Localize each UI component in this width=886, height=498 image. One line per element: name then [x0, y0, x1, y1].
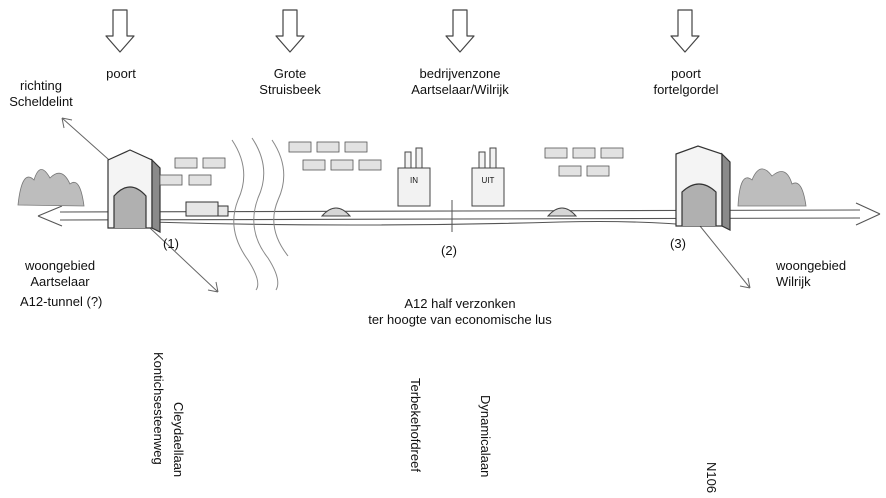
label-line: bedrijvenzone: [419, 66, 501, 81]
label-line: richting: [20, 78, 62, 93]
label-building-in: IN: [410, 176, 418, 185]
down-arrow-bedrijvenzone: [445, 9, 475, 53]
label-line: A12 half verzonken: [404, 296, 516, 311]
label-line: Struisbeek: [259, 82, 321, 97]
arrow-aartselaar: [149, 227, 219, 293]
street-dynamicalaan: Dynamicalaan: [478, 395, 493, 478]
label-line: poort: [106, 66, 136, 81]
main-road: [37, 202, 881, 227]
label-line: Aartselaar: [30, 274, 90, 289]
label-grote-struisbeek: Grote Struisbeek: [250, 66, 330, 98]
building-blocks: [159, 141, 624, 186]
street-kontichsesteenweg: Kontichsesteenweg: [151, 352, 166, 465]
down-arrow-poort: [105, 9, 135, 53]
label-bedrijvenzone: bedrijvenzone Aartselaar/Wilrijk: [390, 66, 530, 98]
vegetation-right: [737, 168, 807, 207]
truck: [185, 201, 229, 217]
portal-right: [675, 145, 731, 231]
label-line: Wilrijk: [776, 274, 811, 289]
down-arrow-fortelgordel: [670, 9, 700, 53]
label-building-uit: UIT: [481, 176, 495, 185]
label-line: ter hoogte van economische lus: [368, 312, 552, 327]
marker-1: (1): [163, 236, 179, 251]
label-line: woongebied: [776, 258, 847, 273]
label-a12-tunnel: A12-tunnel (?): [20, 294, 103, 309]
marker-3: (3): [670, 236, 686, 251]
label-poort-fortelgordel: poort fortelgordel: [646, 66, 726, 98]
street-n106: N106: [704, 462, 719, 494]
street-terbekehofdreef: Terbekehofdreef: [408, 378, 423, 472]
label-line: woongebied: [24, 258, 96, 273]
stream: [231, 137, 289, 291]
marker-2: (2): [441, 243, 457, 258]
street-cleydaellaan: Cleydaellaan: [171, 402, 186, 478]
vegetation-left: [17, 169, 85, 207]
label-line: poort: [671, 66, 701, 81]
arrow-wilrijk: [699, 225, 751, 289]
label-line: fortelgordel: [653, 82, 719, 97]
road-bumps: [320, 207, 578, 217]
label-line: Scheldelint: [9, 94, 73, 109]
label-richting-scheldelint: richting Scheldelint: [4, 78, 78, 110]
building-uit: [471, 147, 505, 207]
label-woongebied-wilrijk: woongebied Wilrijk: [776, 258, 846, 290]
label-poort-left: poort: [100, 66, 142, 82]
building-in: [397, 147, 431, 207]
down-arrow-struisbeek: [275, 9, 305, 53]
label-line: Aartselaar/Wilrijk: [411, 82, 509, 97]
portal-left: [107, 149, 161, 233]
label-line: Grote: [273, 66, 307, 81]
label-a12-half-verzonken: A12 half verzonken ter hoogte van econom…: [340, 296, 580, 328]
label-woongebied-aartselaar: woongebied Aartselaar: [20, 258, 100, 290]
